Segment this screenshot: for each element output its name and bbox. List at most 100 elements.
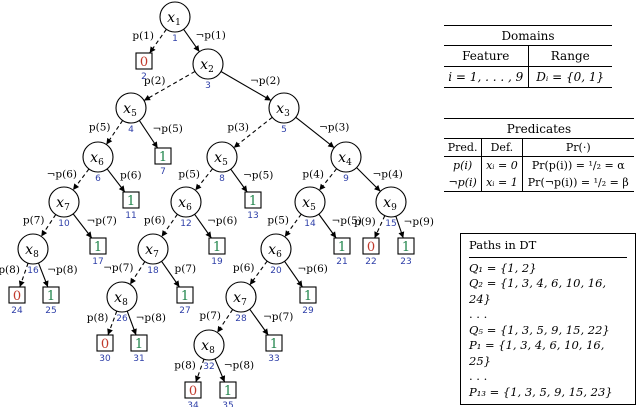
node-id: 28 (235, 314, 247, 324)
leaf-id: 27 (179, 306, 190, 316)
edge-label: ¬p(6) (207, 215, 237, 227)
edge-label: p(1) (132, 30, 154, 42)
edge-arrowhead (249, 278, 256, 285)
edge-label: p(7) (23, 215, 45, 227)
leaf-value: 1 (270, 337, 278, 352)
leaf-id: 23 (400, 257, 411, 267)
leaf-value: 1 (213, 240, 221, 255)
node-id: 6 (95, 174, 101, 184)
edge-label: p(7) (199, 310, 221, 322)
node-id: 4 (128, 125, 134, 135)
edge-arrowhead (374, 231, 380, 238)
tree-leaf: 121 (333, 237, 351, 267)
domains-feature-value: i = 1, . . . , 9 (448, 70, 524, 84)
edge-arrowhead (241, 185, 248, 192)
tree-node: x11 (159, 1, 191, 44)
node-id: 1 (172, 34, 178, 44)
edge-label: p(4) (302, 169, 324, 181)
leaf-value: 1 (159, 150, 167, 165)
edge-arrowhead (151, 141, 158, 148)
node-id: 8 (219, 174, 225, 184)
edge-arrowhead (319, 183, 326, 191)
leaf-value: 1 (224, 384, 232, 399)
tree-leaf: 123 (397, 237, 415, 267)
leaf-value: 1 (127, 194, 135, 209)
tree-leaf: 127 (176, 286, 194, 316)
tree-leaf: 024 (8, 286, 26, 316)
domains-range-value: Dᵢ = {0, 1} (527, 67, 613, 87)
predicates-header-pr: Pr(·) (521, 138, 634, 157)
edge-label: ¬p(8) (136, 312, 166, 324)
leaf-value: 1 (47, 289, 55, 304)
tree-edge (233, 116, 273, 149)
tree-leaf: 135 (219, 381, 237, 407)
edge-arrowhead (374, 185, 381, 192)
tree-leaf: 111 (122, 191, 140, 221)
tree-leaf: 034 (184, 381, 202, 407)
node-id: 3 (205, 81, 211, 91)
edge-label: p(2) (144, 75, 166, 87)
edge-arrowhead (144, 94, 151, 101)
domains-panel: Domains Feature Range i = 1, . . . , 9 D… (444, 25, 612, 88)
edge-label: ¬p(6) (47, 169, 77, 181)
edge-label: p(5) (89, 122, 111, 134)
tree-leaf: 133 (265, 334, 283, 364)
edge-arrowhead (73, 183, 80, 191)
edge-label: p(8) (174, 360, 196, 372)
edge-label: ¬p(7) (86, 215, 116, 227)
predicates-panel: Predicates Pred. Def. Pr(·) p(i) xᵢ = 0 … (444, 118, 634, 192)
path-line: Q₅ = {1, 3, 5, 9, 15, 22} (469, 322, 610, 337)
predicate-row-pred: ¬p(i) (448, 176, 477, 189)
edge-label: p(5) (178, 169, 200, 181)
edge-arrowhead (330, 231, 337, 238)
edge-arrowhead (284, 230, 291, 237)
leaf-value: 0 (367, 240, 375, 255)
edge-label: p(6) (233, 262, 255, 274)
edge-arrowhead (18, 280, 25, 287)
leaf-id: 24 (11, 306, 23, 316)
tree-leaf: 125 (42, 286, 60, 316)
edge-arrowhead (107, 328, 113, 335)
tree-leaf: 129 (299, 286, 317, 316)
tree-node: x58 (206, 141, 238, 184)
edge-arrowhead (85, 231, 92, 238)
path-line: P₁ = {1, 3, 4, 6, 10, 16, 25} (469, 338, 605, 368)
edge-label: ¬p(5) (332, 215, 362, 227)
tree-leaf: 117 (89, 237, 107, 267)
tree-node: x66 (82, 141, 114, 184)
tree-edge (295, 116, 335, 149)
leaf-id: 35 (222, 401, 233, 407)
edge-arrowhead (195, 183, 202, 191)
predicates-header-pred: Pred. (444, 138, 482, 157)
leaf-value: 1 (338, 240, 346, 255)
path-line: Q₁ = {1, 2} (469, 260, 537, 275)
edge-label: p(3) (227, 122, 249, 134)
node-id: 15 (385, 219, 396, 229)
edge-arrowhead (205, 231, 212, 238)
tree-leaf: 022 (362, 237, 380, 267)
paths-title: Paths in DT (469, 238, 627, 258)
tree-leaf: 030 (96, 334, 114, 364)
leaf-value: 1 (402, 240, 410, 255)
leaf-value: 1 (135, 337, 143, 352)
leaf-id: 22 (365, 257, 376, 267)
predicates-title: Predicates (506, 122, 572, 136)
edge-arrowhead (264, 94, 272, 101)
predicate-row-pred: p(i) (453, 159, 473, 172)
decision-tree: p(1)¬p(1)p(2)¬p(2)p(5)¬p(5)p(3)¬p(3)¬p(6… (0, 1, 434, 407)
leaf-id: 19 (211, 257, 223, 267)
edge-arrowhead (42, 280, 49, 287)
node-id: 5 (281, 125, 287, 135)
leaf-value: 1 (94, 240, 102, 255)
node-id: 9 (343, 174, 349, 184)
domains-title: Domains (501, 29, 555, 43)
domains-header-range: Range (527, 46, 613, 66)
